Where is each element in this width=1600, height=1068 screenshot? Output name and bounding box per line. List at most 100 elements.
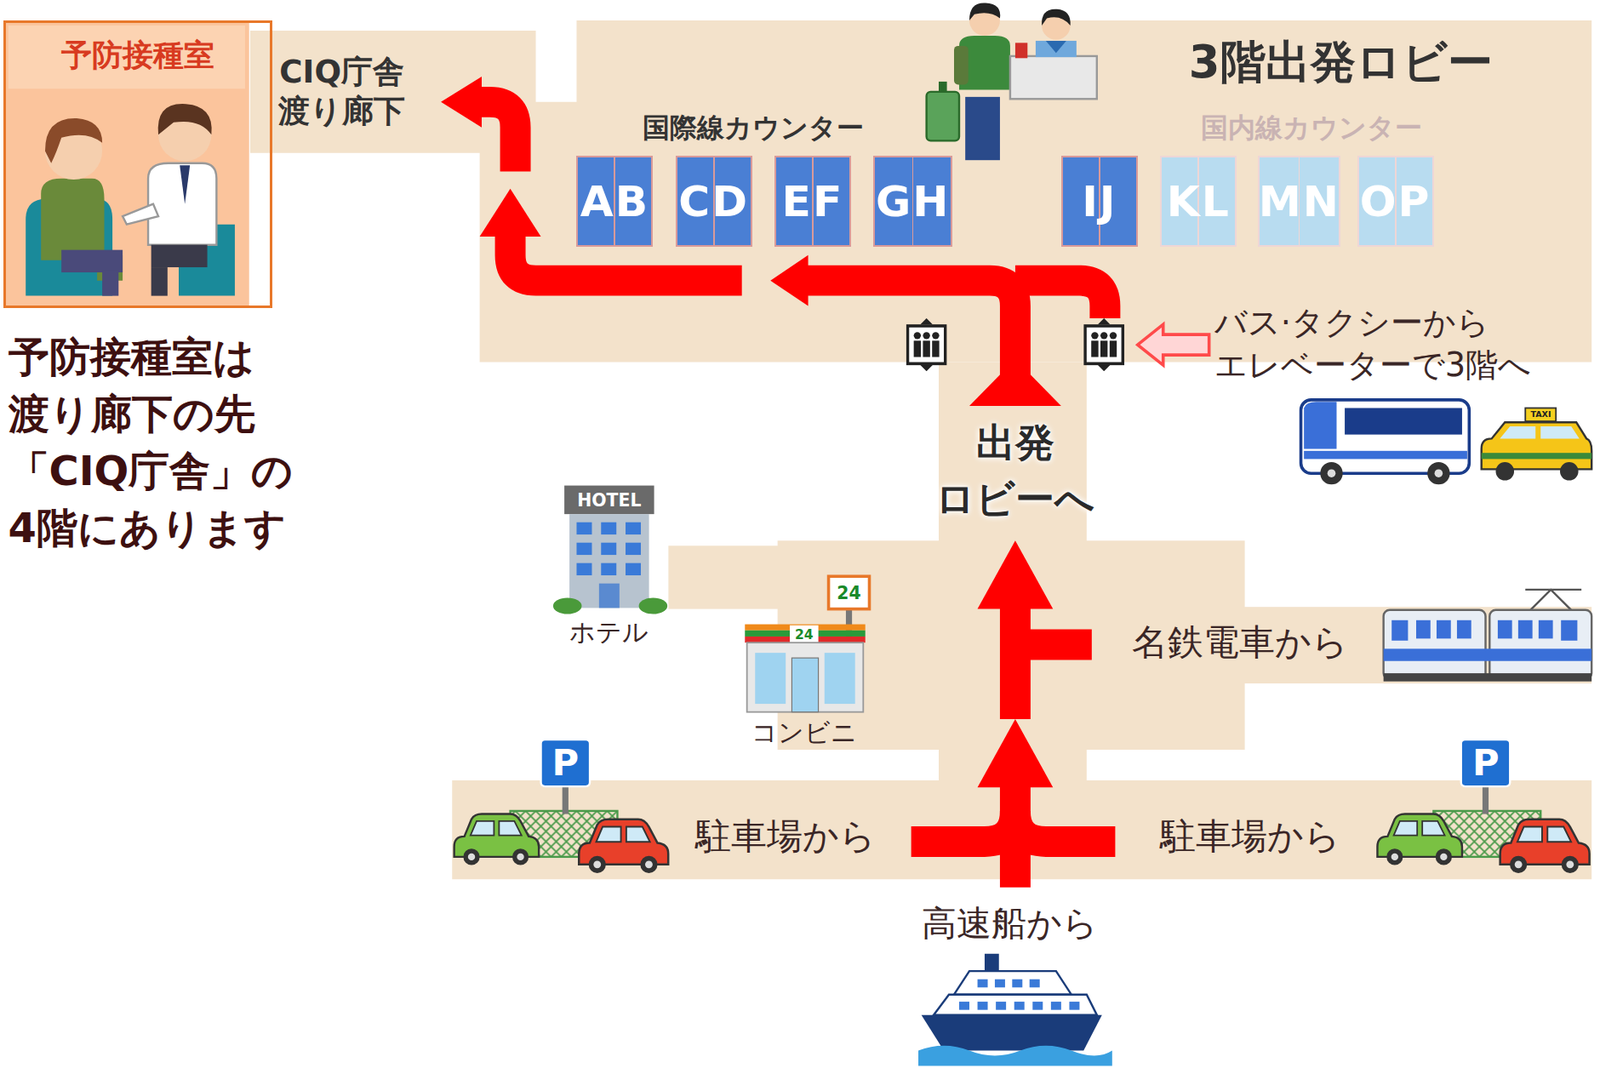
counter-figures xyxy=(1041,9,1071,26)
ship-icon xyxy=(1051,1001,1062,1011)
hotel-icon xyxy=(576,542,592,555)
bus-icon xyxy=(1303,401,1337,449)
counter-code: CD xyxy=(678,176,749,227)
store-icon xyxy=(828,576,870,609)
floor-ground xyxy=(250,20,1592,880)
store-icon xyxy=(789,625,819,645)
parking-left xyxy=(454,814,539,866)
store-icon xyxy=(824,652,856,704)
patient-figure xyxy=(45,118,103,164)
train-icon xyxy=(1560,620,1578,641)
doctor-figure xyxy=(158,103,212,135)
doctor-figure xyxy=(151,267,168,297)
corridor-label: CIQ庁舎 渡り廊下 xyxy=(259,51,424,132)
elevator-arrow xyxy=(1137,324,1210,366)
counter-box: CD xyxy=(675,155,753,247)
elevator-icons xyxy=(907,318,945,372)
train-icon xyxy=(1383,610,1486,680)
ship-icon xyxy=(1014,1001,1025,1011)
hotel-icon xyxy=(600,542,617,555)
parking-right xyxy=(1482,783,1489,815)
ship-icon xyxy=(995,1001,1006,1011)
access-label: 駐車場から xyxy=(1160,815,1341,858)
arrow-heads xyxy=(977,719,1054,788)
hotel-sign: HOTEL xyxy=(577,489,641,510)
train-icon xyxy=(1383,589,1593,682)
hotel-icon xyxy=(625,522,641,535)
arrow-heads xyxy=(977,540,1054,609)
train-icon xyxy=(1383,673,1593,682)
place-label: ホテル xyxy=(569,617,649,648)
patient-figure xyxy=(25,118,123,297)
counter-figures xyxy=(1010,56,1098,99)
counter-box: IJ xyxy=(1061,155,1138,247)
train-icon xyxy=(1538,620,1554,640)
patient-figure xyxy=(102,270,119,297)
counter-figures xyxy=(938,81,948,92)
ship-icon xyxy=(959,979,1080,1011)
bus-icon xyxy=(1320,462,1343,485)
train-icon xyxy=(1416,620,1431,640)
doctor-figure xyxy=(151,245,208,268)
bus-icon xyxy=(1344,407,1463,435)
taxi-icon xyxy=(1499,426,1579,439)
counter-figures xyxy=(926,3,1098,161)
counter-figures xyxy=(926,91,960,142)
route-arrows xyxy=(1000,783,1031,888)
parking-sign: P xyxy=(1472,741,1500,786)
route-arrows xyxy=(1015,629,1092,661)
hotel-icon xyxy=(576,522,641,576)
parking-left xyxy=(541,739,591,787)
counter-box: AB xyxy=(576,155,653,247)
parking-left xyxy=(578,819,669,874)
room-title: 予防接種室 xyxy=(5,22,270,77)
store-icon xyxy=(747,642,864,713)
elevator-icons xyxy=(1085,318,1123,372)
counter-box: MN xyxy=(1257,155,1341,247)
train-icon xyxy=(1383,648,1593,661)
ship-icon xyxy=(1011,979,1023,989)
taxi-icon xyxy=(1495,462,1515,481)
counter-code: AB xyxy=(580,176,650,227)
counter-figures xyxy=(965,97,1000,160)
bus-icon xyxy=(1301,400,1470,485)
train-icon xyxy=(1391,620,1578,641)
store-sign: 24 xyxy=(794,626,814,643)
ship-icon xyxy=(918,954,1113,1067)
train-icon xyxy=(1525,589,1582,611)
hotel-icon xyxy=(553,485,668,615)
counter-group-label: 国内線カウンター xyxy=(1200,110,1423,144)
train-icon xyxy=(1391,620,1408,641)
parking-left xyxy=(562,783,569,815)
ship-icon xyxy=(1032,1001,1043,1011)
hotel-icon xyxy=(569,514,649,608)
taxi-icon xyxy=(1481,452,1592,459)
hotel-icon xyxy=(600,563,617,576)
taxi-icon xyxy=(1525,407,1556,422)
hotel-icon xyxy=(625,542,641,555)
counter-code: KL xyxy=(1166,176,1231,227)
train-icon xyxy=(1457,620,1472,640)
counter-box: OP xyxy=(1357,155,1435,247)
counter-code: IJ xyxy=(1081,176,1117,227)
hotel-icon xyxy=(553,597,583,614)
room-box: 予防接種室 xyxy=(3,20,273,309)
hotel-icon xyxy=(576,522,592,535)
counter-figures xyxy=(954,45,969,86)
train-icon xyxy=(1489,610,1592,680)
arrow-heads xyxy=(969,359,1062,406)
train-icon xyxy=(1518,620,1533,640)
bus-icon xyxy=(1327,468,1337,478)
ship-icon xyxy=(954,971,1072,995)
counter-code: MN xyxy=(1258,176,1341,227)
route-arrows xyxy=(480,102,1116,888)
route-arrows xyxy=(1015,280,1105,319)
elevator-icons xyxy=(907,318,1123,372)
parking-sign: P xyxy=(551,741,579,786)
train-icon xyxy=(1497,620,1513,640)
route-arrows xyxy=(1000,606,1031,720)
ship-icon xyxy=(1029,979,1040,989)
taxi-icon xyxy=(1481,407,1592,480)
counter-box: EF xyxy=(774,155,852,247)
store-icon xyxy=(744,576,869,712)
